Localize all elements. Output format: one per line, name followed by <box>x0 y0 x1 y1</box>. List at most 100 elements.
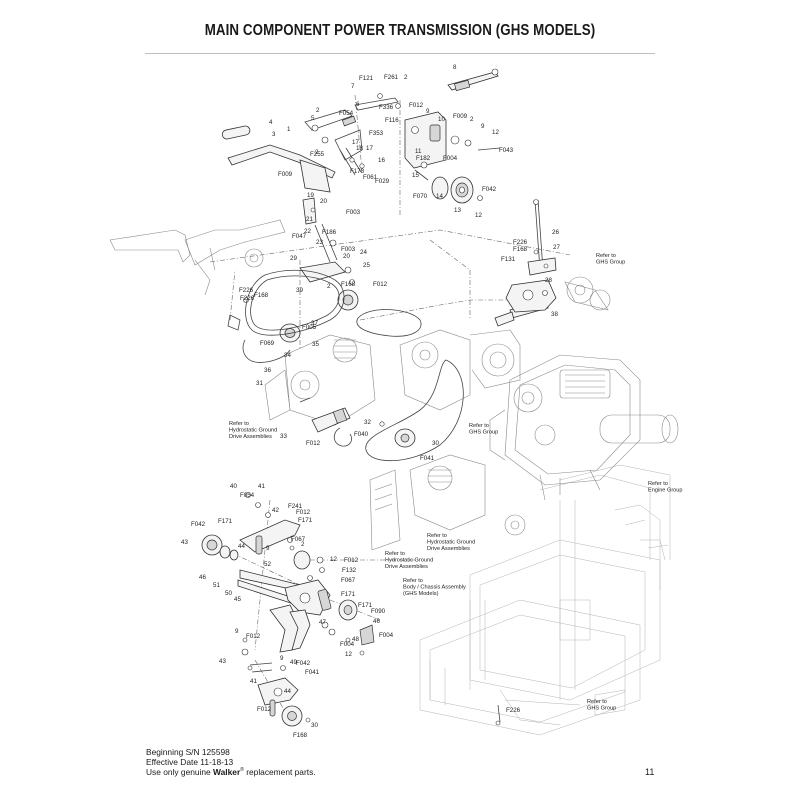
callout-label: F067 <box>341 577 356 584</box>
callout-label: 17 <box>352 139 359 146</box>
callout-label: 11 <box>415 148 422 155</box>
callout-label: 4 <box>269 119 273 126</box>
callout-label: 41 <box>250 678 257 685</box>
callout-label: 20 <box>320 198 327 205</box>
callout-label: 23 <box>316 239 323 246</box>
callout-label: 34 <box>284 352 291 359</box>
callout-label: F012 <box>409 102 424 109</box>
drive-belts <box>242 269 464 462</box>
reference-note-line: Hydrostatic Ground <box>229 428 277 434</box>
callout-label: F090 <box>371 608 386 615</box>
callout-label: 25 <box>363 262 370 269</box>
callout-label: 44 <box>284 688 291 695</box>
callout-label: 45 <box>234 596 241 603</box>
callout-label: F168 <box>341 281 356 288</box>
callout-label: 9 <box>280 655 284 662</box>
note-suffix: replacement parts. <box>243 767 316 777</box>
callout-label: F054 <box>240 492 255 499</box>
centerlines <box>209 94 571 721</box>
callout-label: F070 <box>413 193 428 200</box>
callout-label: F004 <box>443 155 458 162</box>
callout-label: 2 <box>404 74 408 81</box>
callout-label: F171 <box>218 518 233 525</box>
reference-note-line: Drive Assemblies <box>427 546 470 552</box>
page-title: MAIN COMPONENT POWER TRANSMISSION (GHS M… <box>204 22 596 39</box>
callout-label: 15 <box>412 172 419 179</box>
callout-label: F067 <box>291 536 306 543</box>
callout-label: 46 <box>373 618 380 625</box>
middle-linkage <box>109 197 359 343</box>
callout-label: 37 <box>311 320 318 327</box>
callout-label: F182 <box>416 155 431 162</box>
reference-note-line: Drive Assemblies <box>229 434 272 440</box>
callout-label: F121 <box>359 75 374 82</box>
callout-label: F012 <box>246 633 261 640</box>
callout-label: 5 <box>311 115 315 122</box>
callout-label: F171 <box>358 602 373 609</box>
callout-label: F116 <box>385 117 399 124</box>
callout-label: 38 <box>551 311 558 318</box>
engine-assembly <box>489 276 679 501</box>
callout-label: F009 <box>453 113 468 120</box>
callout-label: F069 <box>260 340 275 347</box>
callout-label: 26 <box>552 229 559 236</box>
callout-label: F004 <box>379 632 394 639</box>
callout-label: 41 <box>258 483 265 490</box>
callout-label: 49 <box>290 659 297 666</box>
callout-label: F012 <box>344 557 359 564</box>
callout-label: F004 <box>340 641 355 648</box>
chassis-frame <box>419 464 671 736</box>
callout-label: 28 <box>545 277 552 284</box>
callout-label: F261 <box>384 74 399 81</box>
callout-label: F168 <box>254 292 269 299</box>
lower-drive-assembly <box>201 492 501 727</box>
callout-label: F042 <box>482 186 497 193</box>
callout-label: 8 <box>453 64 457 71</box>
callout-label: F061 <box>363 174 378 181</box>
callout-label: F005 <box>302 324 317 331</box>
callout-label: F012 <box>306 440 321 447</box>
callout-label: F353 <box>369 130 384 137</box>
callout-label: 46 <box>199 574 206 581</box>
callout-label: 12 <box>345 651 352 658</box>
callout-label: 13 <box>454 207 461 214</box>
callout-label: 2 <box>470 116 474 123</box>
callout-label: 44 <box>238 543 245 550</box>
callout-label: 52 <box>264 561 271 568</box>
callout-label: 30 <box>311 722 318 729</box>
callout-label: 7 <box>351 83 355 90</box>
callout-label: F029 <box>375 178 390 185</box>
reference-note-line: Refer to <box>229 421 249 427</box>
callout-label: 2 <box>327 283 331 290</box>
reference-note-line: GHS Group <box>469 430 498 436</box>
callout-label: 27 <box>553 244 560 251</box>
callout-label: F040 <box>354 431 369 438</box>
title-rule <box>145 53 655 54</box>
reference-note-line: GHS Group <box>596 260 625 266</box>
callout-label: F043 <box>499 147 514 154</box>
callout-label: 1 <box>287 126 291 133</box>
callout-label: F012 <box>373 281 388 288</box>
callout-label: 51 <box>213 582 220 589</box>
callout-label: F168 <box>293 732 308 739</box>
callout-label: F171 <box>341 591 356 598</box>
reference-note-line: Body / Chassis Assembly <box>403 585 466 591</box>
callout-label: F042 <box>191 521 206 528</box>
callout-label: F132 <box>342 567 357 574</box>
reference-note-line: (GHS Models) <box>403 591 439 597</box>
callout-label: 2 <box>301 541 305 548</box>
callout-label: F241 <box>288 503 303 510</box>
callout-label: F255 <box>310 151 325 158</box>
callout-label: F226 <box>506 707 521 714</box>
reference-note-line: Refer to <box>427 533 447 539</box>
callout-label: 2 <box>316 107 320 114</box>
reference-note-line: Hydrostatic Ground <box>427 540 475 546</box>
callout-label: 19 <box>307 192 314 199</box>
callout-label: 9 <box>481 123 485 130</box>
callout-label: 6 <box>356 101 360 108</box>
reference-note-line: Refer to <box>596 253 616 259</box>
registered-mark: ® <box>240 767 244 774</box>
callout-label: F012 <box>296 509 311 516</box>
